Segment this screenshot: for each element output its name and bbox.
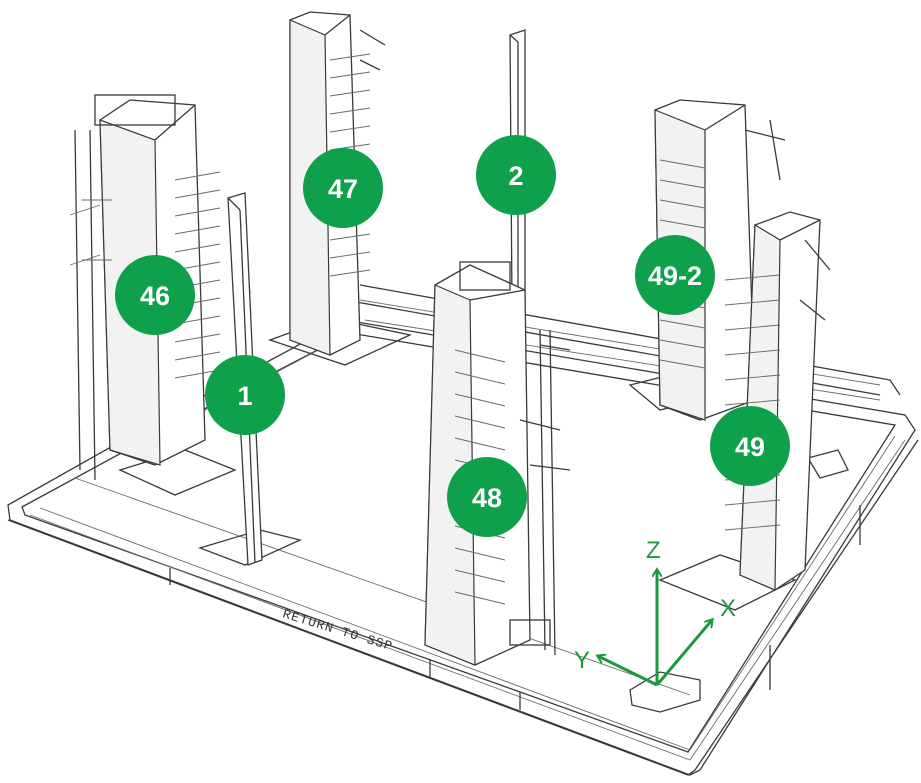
marker-2: 2 (476, 135, 556, 215)
marker-1: 1 (205, 355, 285, 435)
x-axis-label: X (720, 595, 736, 622)
marker-46: 46 (115, 255, 195, 335)
marker-48: 48 (447, 457, 527, 537)
svg-text:48: 48 (472, 483, 502, 513)
svg-text:2: 2 (508, 161, 523, 191)
svg-text:49: 49 (735, 432, 765, 462)
x-axis-arrow (655, 620, 712, 686)
svg-text:47: 47 (328, 174, 358, 204)
svg-text:1: 1 (237, 381, 252, 411)
y-axis-label: Y (574, 647, 590, 674)
marker-49: 49 (710, 406, 790, 486)
z-axis-label: Z (646, 537, 661, 564)
svg-text:46: 46 (140, 281, 170, 311)
marker-49-2: 49-2 (635, 235, 715, 315)
marker-47: 47 (303, 148, 383, 228)
coordinate-axes: Z X Y (574, 537, 736, 687)
y-axis-arrow (598, 656, 658, 687)
svg-text:49-2: 49-2 (648, 261, 702, 291)
